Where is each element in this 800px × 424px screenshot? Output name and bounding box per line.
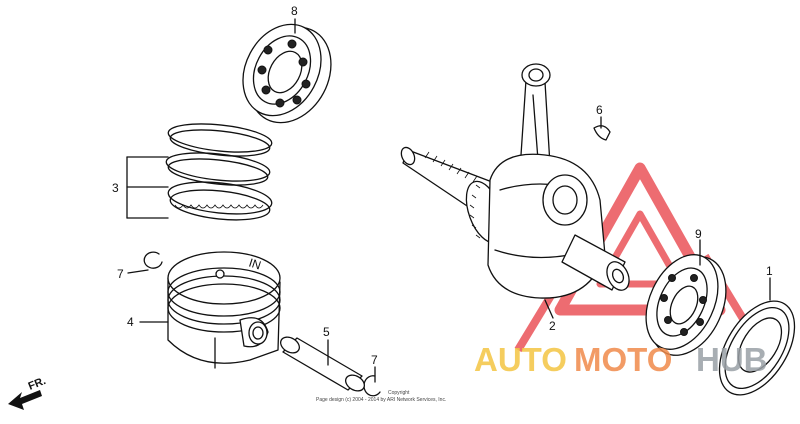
- circlip-7-right: [363, 375, 381, 397]
- callout-7-right: 7: [371, 353, 378, 367]
- copyright-title: Copyright: [388, 390, 410, 396]
- callout-6: 6: [596, 103, 603, 117]
- copyright-text: Page design (c) 2004 - 2014 by ARI Netwo…: [316, 397, 446, 403]
- circlip-7-left: [143, 251, 163, 269]
- callout-1: 1: [766, 264, 773, 278]
- front-direction-arrow: [8, 390, 42, 410]
- callout-8: 8: [291, 4, 298, 18]
- callout-5: 5: [323, 325, 330, 339]
- piston-rings-3: [126, 123, 273, 221]
- ball-bearing-8: [242, 23, 332, 124]
- piston-pin-5: [280, 336, 365, 392]
- watermark-moto: MOTO: [574, 341, 672, 378]
- crankshaft-2: [400, 63, 630, 299]
- oil-seal-1: [718, 300, 796, 396]
- watermark-auto: AUTO: [474, 341, 567, 378]
- front-direction-label: FR.: [27, 375, 48, 393]
- woodruff-key-6: [593, 125, 611, 141]
- callout-2: 2: [549, 319, 556, 333]
- piston-4: [167, 251, 281, 369]
- ball-bearing-9: [645, 254, 727, 356]
- callout-3: 3: [112, 181, 119, 195]
- piston-in-mark: IN: [247, 256, 263, 273]
- callout-9: 9: [695, 227, 702, 241]
- callout-4: 4: [127, 315, 134, 329]
- watermark-text: AUTO MOTO HUB: [474, 341, 768, 378]
- watermark-hub: HUB: [696, 341, 768, 378]
- callout-7-left: 7: [117, 267, 124, 281]
